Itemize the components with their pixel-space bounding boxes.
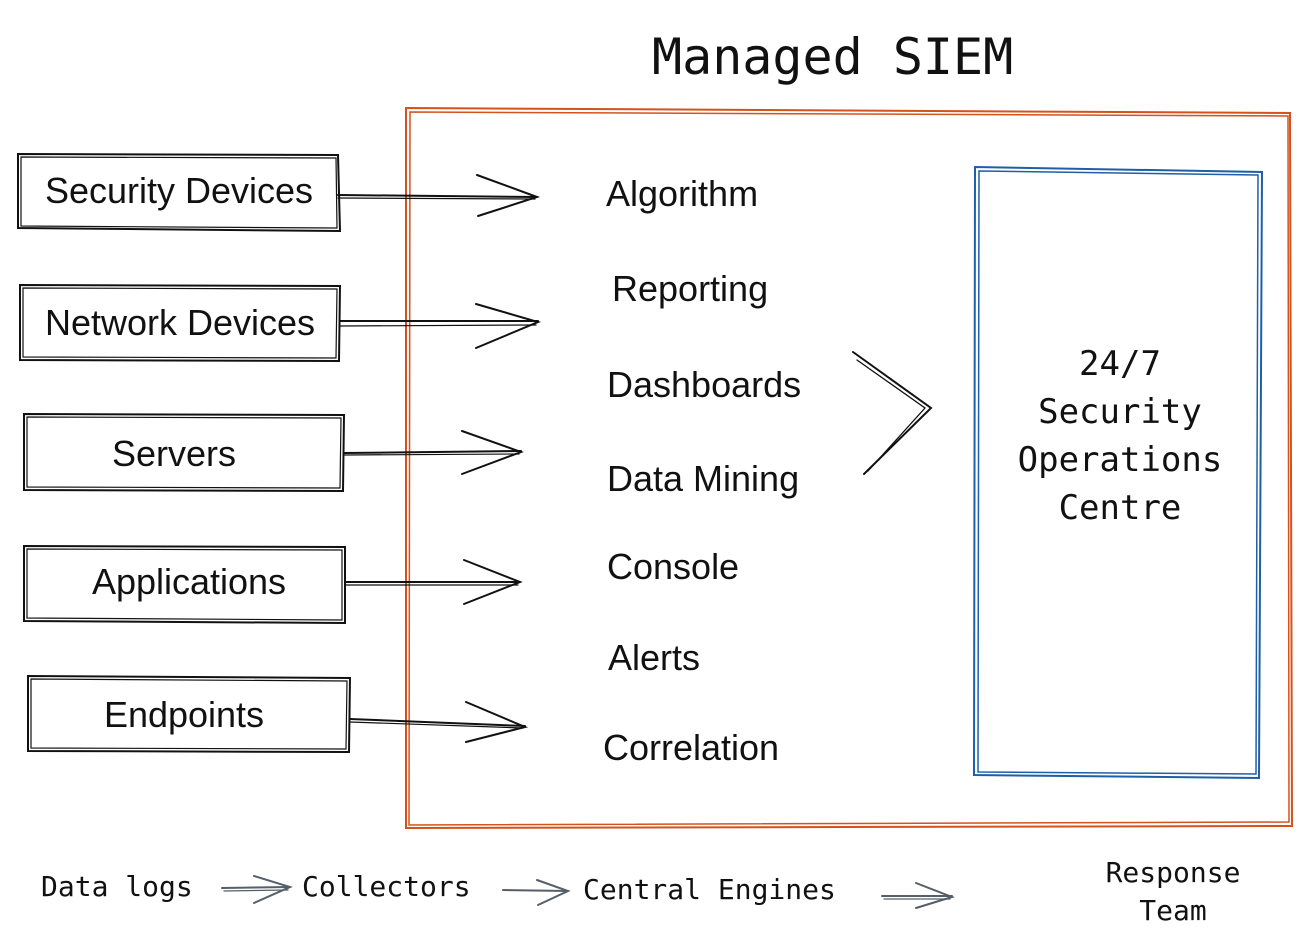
feature-reporting: Reporting xyxy=(612,268,769,309)
legend-collectors: Collectors xyxy=(302,870,471,903)
arrow-endpoints xyxy=(349,701,529,743)
soc-label: 24/7 Security Operations Centre xyxy=(1017,344,1223,528)
legend-arrow-1 xyxy=(221,875,293,904)
source-label-servers: Servers xyxy=(111,433,237,474)
arrow-applications xyxy=(344,559,523,605)
arrow-servers xyxy=(343,430,524,475)
feature-alerts: Alerts xyxy=(608,637,701,678)
legend-arrow-2 xyxy=(502,879,571,906)
source-label-endpoints: Endpoints xyxy=(103,694,265,735)
source-box-security-devices xyxy=(17,152,342,233)
source-box-applications xyxy=(23,544,346,625)
legend-central-engines: Central Engines xyxy=(583,873,836,906)
feature-algorithm: Algorithm xyxy=(606,173,759,214)
diagram-title: Managed SIEM xyxy=(652,28,1014,86)
feature-console: Console xyxy=(607,546,740,587)
feature-dashboards: Dashboards xyxy=(607,364,802,405)
arrow-security-devices xyxy=(337,174,541,217)
legend-arrow-3 xyxy=(881,882,956,909)
source-label-security-devices: Security Devices xyxy=(44,170,314,211)
feature-data-mining: Data Mining xyxy=(607,458,800,499)
source-label-applications: Applications xyxy=(91,561,287,602)
source-box-endpoints xyxy=(27,674,352,754)
legend-data-logs: Data logs xyxy=(41,870,193,903)
source-box-network-devices xyxy=(19,283,342,363)
chevron-to-soc xyxy=(852,351,933,475)
source-label-network-devices: Network Devices xyxy=(44,302,316,343)
legend-response-team: Response Team xyxy=(1105,856,1241,927)
source-box-servers xyxy=(23,412,346,493)
siem-box xyxy=(405,106,1294,830)
arrow-network-devices xyxy=(339,303,541,349)
soc-box xyxy=(972,165,1264,780)
feature-correlation: Correlation xyxy=(603,727,780,768)
